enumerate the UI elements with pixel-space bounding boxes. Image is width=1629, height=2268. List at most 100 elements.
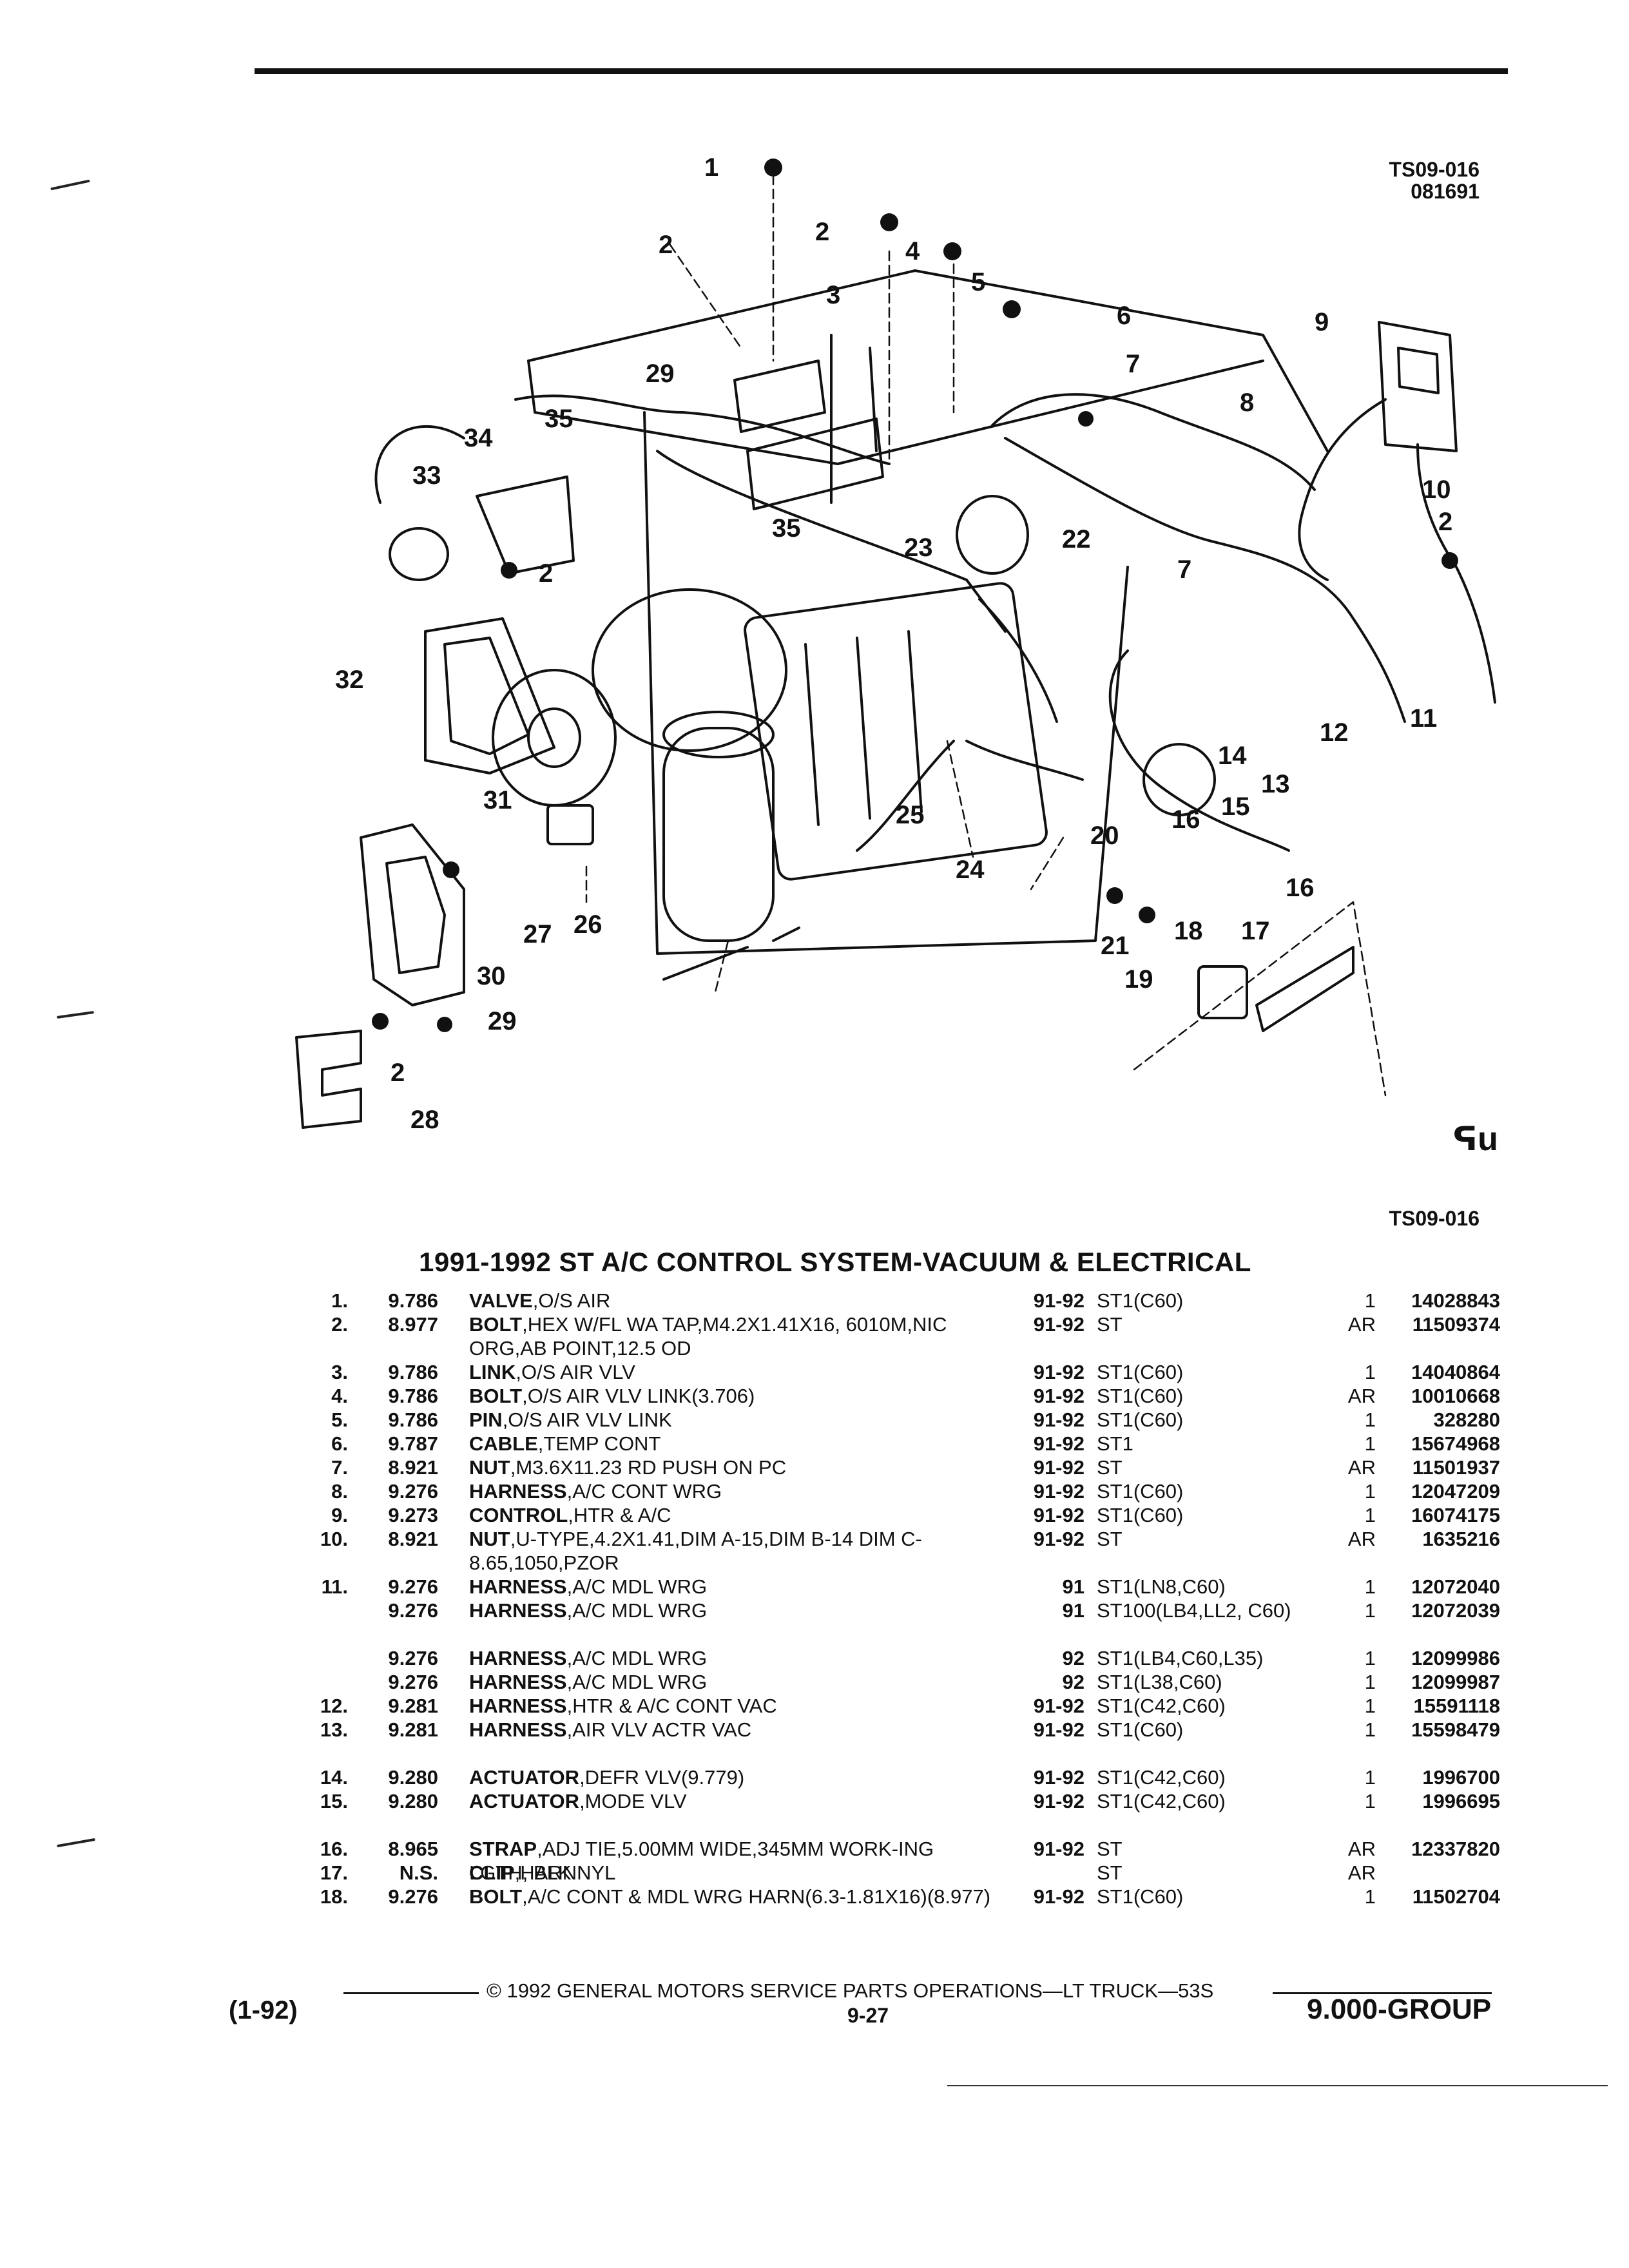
model-years: 91-92	[1033, 1456, 1084, 1479]
floor-outline	[643, 411, 1129, 955]
callout-label: 22	[1062, 525, 1091, 553]
part-name: CLIP	[469, 1861, 515, 1884]
model-years: 91-92	[1033, 1528, 1084, 1550]
part-number: 12337820	[1411, 1838, 1500, 1860]
fastener	[372, 1013, 389, 1030]
quantity: AR	[1347, 1385, 1376, 1407]
item-number: 18.	[320, 1885, 348, 1908]
wiring-harness	[1004, 437, 1406, 852]
part-description: CLIP,HARN	[469, 1861, 998, 1885]
group-number: 9.786	[388, 1361, 438, 1383]
footer-rule-right	[1273, 1992, 1492, 1994]
quantity: 1	[1364, 1289, 1376, 1312]
cable-run	[991, 393, 1316, 491]
item-number: 4.	[331, 1385, 348, 1407]
part-name: BOLT	[469, 1385, 523, 1407]
quantity: 1	[1364, 1599, 1376, 1622]
application: ST1(C60)	[1097, 1385, 1184, 1407]
part-name: STRAP	[469, 1838, 537, 1860]
part-description: CABLE,TEMP CONT	[469, 1432, 998, 1456]
model-years: 91-92	[1033, 1766, 1084, 1789]
quantity: 1	[1364, 1432, 1376, 1455]
fastener	[501, 562, 517, 579]
part-detail: ,MODE VLV	[579, 1790, 687, 1812]
callout-label: 29	[646, 360, 675, 388]
dash-panel-outline	[527, 269, 1329, 465]
group-number: 9.273	[388, 1504, 438, 1526]
callout-label: 23	[904, 533, 933, 562]
part-number: 12099986	[1411, 1647, 1500, 1669]
part-detail: ,A/C CONT WRG	[566, 1480, 722, 1503]
part-name: CONTROL	[469, 1504, 568, 1526]
part-description: BOLT,O/S AIR VLV LINK(3.706)	[469, 1384, 998, 1408]
vacuum-line	[374, 394, 891, 504]
callout-label: 25	[896, 801, 925, 829]
part-detail: ,HEX W/FL WA TAP,M4.2X1.41X16, 6010M,NIC…	[469, 1313, 947, 1360]
callout-label: 31	[483, 786, 512, 814]
part-name: HARNESS	[469, 1695, 567, 1717]
part-number: 15591118	[1413, 1695, 1500, 1717]
part-description: HARNESS,HTR & A/C CONT VAC	[469, 1694, 998, 1718]
part-name: HARNESS	[469, 1671, 567, 1693]
control-head	[1378, 321, 1458, 452]
part-description: ACTUATOR,DEFR VLV(9.779)	[469, 1765, 998, 1789]
part-detail: ,M3.6X11.23 RD PUSH ON PC	[510, 1456, 787, 1479]
group-number: 9.276	[388, 1671, 438, 1693]
group-number: 9.276	[388, 1647, 438, 1669]
part-detail: ,TEMP CONT	[537, 1432, 661, 1455]
model-years: 91	[1062, 1599, 1084, 1622]
part-detail: ,A/C MDL WRG	[566, 1647, 708, 1669]
gasket-32	[424, 617, 555, 774]
quantity: AR	[1347, 1861, 1376, 1884]
part-detail: ,HTR & A/C	[568, 1504, 671, 1526]
fastener	[443, 861, 459, 878]
vacuum-line-2	[656, 450, 1058, 723]
part-name: HARNESS	[469, 1647, 567, 1669]
part-description: HARNESS,A/C CONT WRG	[469, 1479, 998, 1503]
part-description: ACTUATOR,MODE VLV	[469, 1789, 998, 1813]
quantity: 1	[1364, 1361, 1376, 1383]
group-number: 9.281	[388, 1718, 438, 1741]
part-name: HARNESS	[469, 1480, 567, 1503]
callout-label: 5	[971, 268, 986, 296]
quantity: 1	[1364, 1671, 1376, 1693]
part-number: 328280	[1433, 1408, 1500, 1431]
model-years: 92	[1062, 1647, 1084, 1669]
application: ST1(C60)	[1097, 1361, 1184, 1383]
callout-label: 35	[545, 405, 574, 433]
model-years: 92	[1062, 1671, 1084, 1693]
item-number: 6.	[331, 1432, 348, 1455]
part-name: ACTUATOR	[469, 1790, 580, 1812]
part-name: CABLE	[469, 1432, 538, 1455]
fastener	[1441, 552, 1458, 569]
callout-label: 30	[477, 962, 506, 990]
part-number: 10010668	[1411, 1385, 1500, 1407]
fastener	[943, 242, 961, 260]
part-description: LINK,O/S AIR VLV	[469, 1360, 998, 1384]
top-rule	[255, 68, 1508, 74]
part-description: PIN,O/S AIR VLV LINK	[469, 1408, 998, 1432]
callout-label: 16	[1286, 874, 1315, 902]
part-detail: ,A/C MDL WRG	[566, 1575, 708, 1598]
item-number: 1.	[331, 1289, 348, 1312]
callout-label: 2	[390, 1059, 405, 1087]
cover-30	[360, 823, 465, 1006]
group-number: 8.965	[388, 1838, 438, 1860]
part-number: 11501937	[1412, 1456, 1500, 1479]
model-years: 91-92	[1033, 1385, 1084, 1407]
model-years: 91-92	[1033, 1361, 1084, 1383]
group-label: 9.000-GROUP	[1307, 1994, 1492, 2025]
part-number: 16074175	[1411, 1504, 1500, 1526]
group-number: 9.280	[388, 1790, 438, 1812]
actuator-15	[1142, 743, 1216, 816]
part-description: BOLT,HEX W/FL WA TAP,M4.2X1.41X16, 6010M…	[469, 1312, 998, 1360]
application: ST100(LB4,LL2, C60)	[1097, 1599, 1291, 1622]
application: ST1(C42,C60)	[1097, 1790, 1226, 1812]
part-detail: ,A/C CONT & MDL WRG HARN(6.3-1.81X16)(8.…	[522, 1885, 991, 1908]
